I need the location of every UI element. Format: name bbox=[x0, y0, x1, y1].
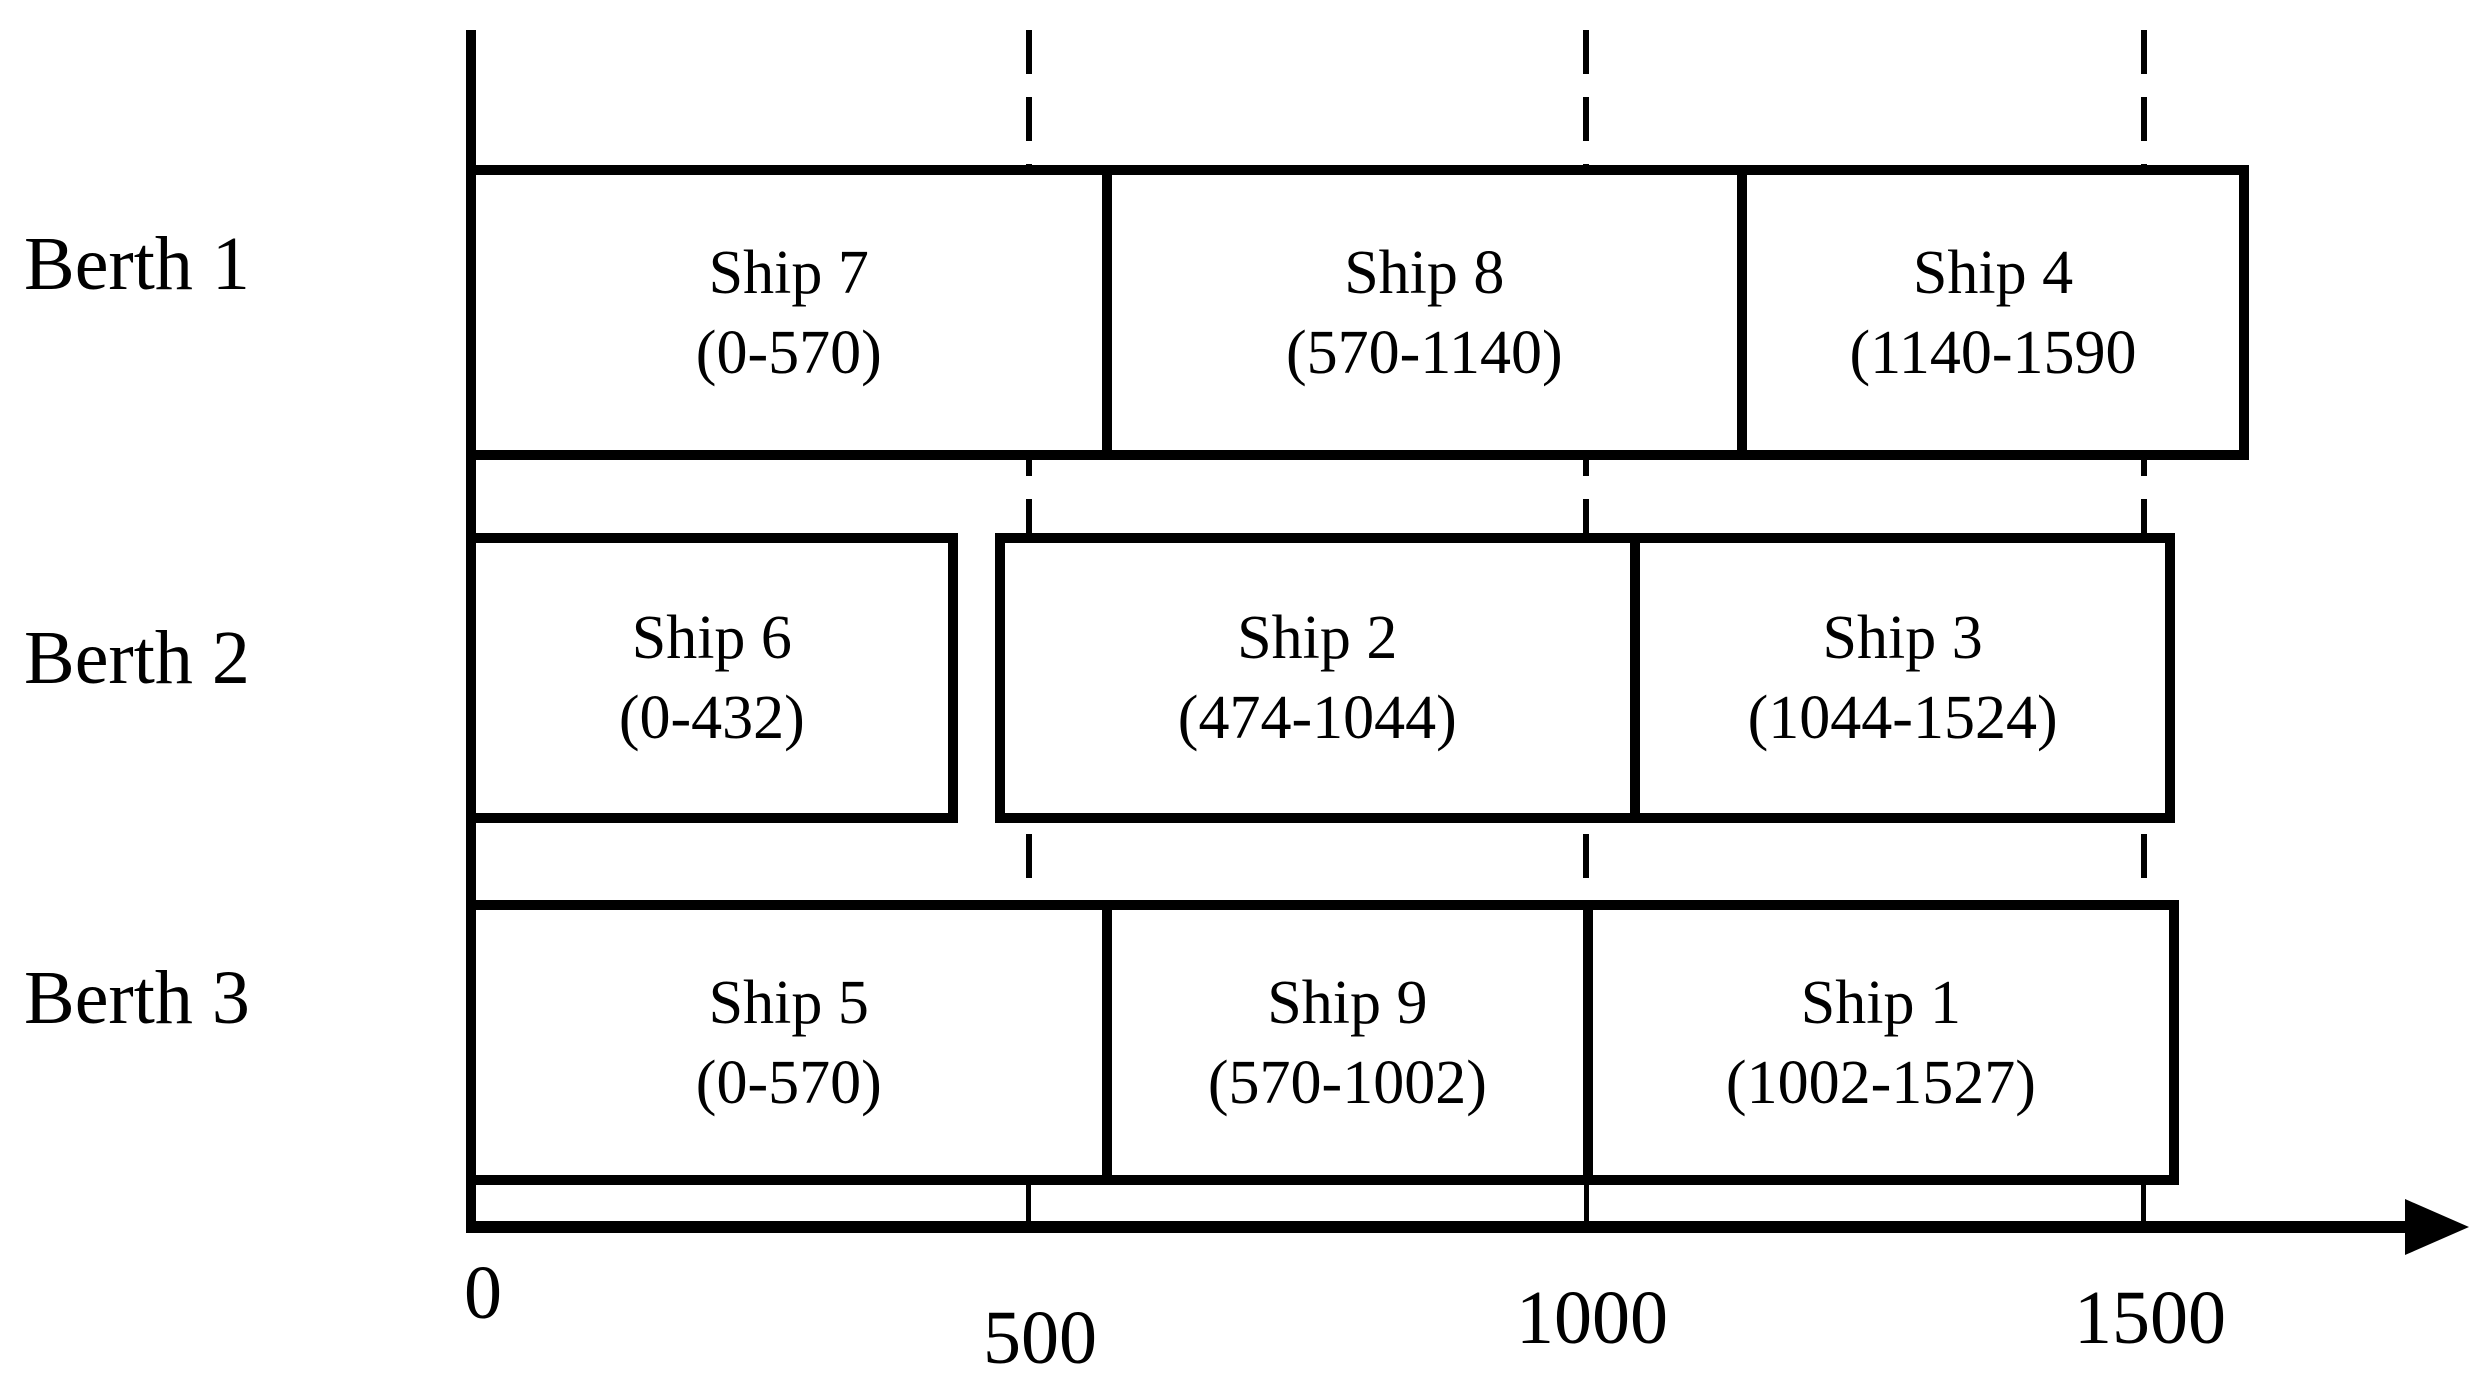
ship-name-label: Ship 3 bbox=[1822, 604, 1983, 672]
x-tick-label-1000: 1000 bbox=[1516, 1276, 1668, 1360]
ship-time-range-label: (0-570) bbox=[695, 318, 882, 387]
ship-time-range-label: (1140-1590 bbox=[1849, 318, 2137, 387]
ship-name-label: Ship 8 bbox=[1344, 238, 1505, 307]
ship-time-range-label: (474-1044) bbox=[1177, 684, 1457, 752]
gantt-bar-ship-9: Ship 9 (570-1002) bbox=[1101, 900, 1594, 1185]
berth-label-berth-1: Berth 1 bbox=[24, 222, 250, 306]
ship-time-range-label: (0-570) bbox=[695, 1048, 882, 1117]
ship-name-label: Ship 5 bbox=[708, 968, 869, 1037]
ship-name-label: Ship 6 bbox=[631, 604, 792, 672]
ship-name-label: Ship 9 bbox=[1267, 968, 1428, 1037]
x-tick-label-500: 500 bbox=[983, 1296, 1097, 1380]
gantt-bar-ship-1: Ship 1 (1002-1527) bbox=[1583, 900, 2179, 1185]
gantt-bar-ship-5: Ship 5 (0-570) bbox=[466, 900, 1112, 1185]
ship-time-range-label: (0-432) bbox=[618, 684, 805, 752]
gantt-bar-ship-6: Ship 6 (0-432) bbox=[466, 533, 958, 823]
gantt-bar-ship-8: Ship 8 (570-1140) bbox=[1101, 165, 1748, 460]
ship-time-range-label: (1044-1524) bbox=[1747, 684, 2058, 752]
gantt-bar-ship-7: Ship 7 (0-570) bbox=[466, 165, 1112, 460]
x-axis-arrowhead bbox=[2405, 1199, 2469, 1255]
gantt-bar-ship-3: Ship 3 (1044-1524) bbox=[1630, 533, 2176, 823]
berth-label-berth-2: Berth 2 bbox=[24, 616, 250, 700]
ship-name-label: Ship 4 bbox=[1912, 238, 2074, 307]
ship-time-range-label: (570-1140) bbox=[1286, 318, 1563, 387]
ship-time-range-label: (1002-1527) bbox=[1725, 1048, 2036, 1117]
x-tick-label-1500: 1500 bbox=[2074, 1276, 2226, 1360]
ship-name-label: Ship 2 bbox=[1237, 604, 1398, 672]
gantt-bar-ship-2: Ship 2 (474-1044) bbox=[994, 533, 1641, 823]
x-axis-tick-1500 bbox=[2141, 1185, 2146, 1233]
ship-name-label: Ship 7 bbox=[708, 238, 869, 307]
y-axis-line bbox=[466, 30, 476, 1233]
ship-time-range-label: (570-1002) bbox=[1207, 1048, 1487, 1117]
x-tick-label-0: 0 bbox=[464, 1251, 502, 1335]
gantt-bar-ship-4: Ship 4 (1140-1590 bbox=[1737, 165, 2249, 460]
x-axis-tick-500 bbox=[1026, 1185, 1031, 1233]
x-axis-tick-1000 bbox=[1583, 1185, 1589, 1233]
berth-label-berth-3: Berth 3 bbox=[24, 956, 250, 1040]
x-axis-line bbox=[466, 1221, 2411, 1233]
ship-name-label: Ship 1 bbox=[1800, 968, 1962, 1037]
